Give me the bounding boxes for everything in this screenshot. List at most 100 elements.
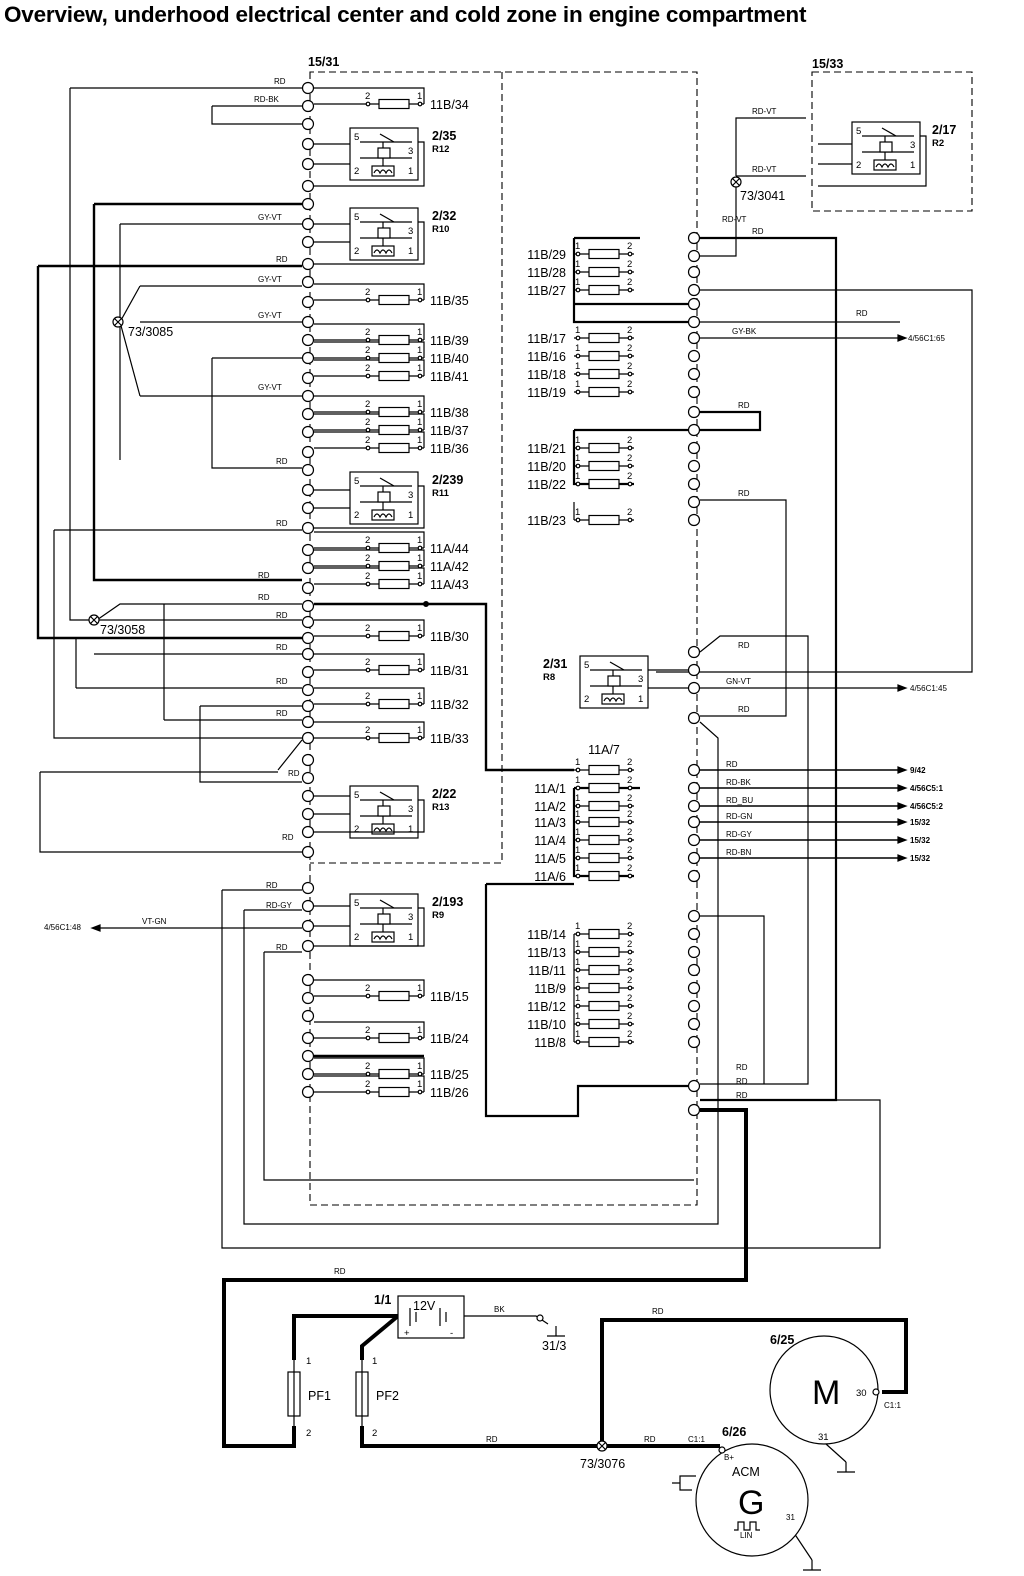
jumper [314,721,425,738]
destination-label: 15/32 [910,836,931,845]
terminal [687,349,701,363]
components [88,81,921,1571]
fuse-pin-number: 1 [417,91,422,102]
terminal [687,927,701,941]
terminal [687,681,701,695]
destination-label: 4/56C1:65 [908,334,945,343]
fuse-pin-number: 1 [575,939,580,950]
relay-name: R13 [432,802,449,813]
ground-symbol [837,1462,855,1473]
splice-label: 73/3076 [580,1457,625,1471]
terminal [687,385,701,399]
fuse-body [378,352,410,364]
fuse-pin-number: 2 [627,277,632,288]
fuse-body [588,816,620,828]
fuse-body [588,1018,620,1030]
fuse-pin-number: 1 [417,725,422,736]
fuse-label: 11B/31 [430,664,469,678]
fuse-pin [575,1021,581,1027]
fuse-body [378,698,410,710]
fuse-pin [627,767,633,773]
relay-pin: 3 [638,674,643,685]
terminal [301,157,315,171]
fuse-label: 11A/44 [430,542,469,556]
fuse-pin-number: 1 [417,399,422,410]
fuse-pin-number: 2 [365,1025,370,1036]
fuse-body [588,266,620,278]
terminal [301,295,315,309]
fuse-pin-number: 1 [417,417,422,428]
fuse-label: 11B/8 [534,1036,566,1050]
fuse-pin [575,873,581,879]
fuse-pin [417,545,423,551]
fuse-pin [575,353,581,359]
wire-label: RD [736,1063,748,1072]
relay-armature [607,675,621,687]
fuse-label: 11A/2 [534,800,566,814]
diagram-title: Overview, underhood electrical center an… [4,2,807,27]
fuse-body [588,782,620,794]
generator-name: ACM [732,1465,760,1479]
terminal [687,423,701,437]
terminal [301,1031,315,1045]
relay-name: R12 [432,144,449,155]
wire-label: RD [736,1077,748,1086]
fuse-pin-number: 2 [627,957,632,968]
terminal [687,1103,701,1117]
fuse-pin [575,931,581,937]
wire-label: RD_BU [726,796,753,805]
terminal [687,315,701,329]
wire [75,638,302,689]
terminal [301,973,315,987]
terminal [301,919,315,933]
fuse-pin-number: 1 [575,241,580,252]
fuse-pin-number: 2 [365,691,370,702]
destination-label: 4/56C1:45 [910,684,947,693]
fuse-pin-number: 2 [365,623,370,634]
fuse-pin [365,297,371,303]
motor-ground-pin: 31 [818,1432,829,1443]
fuse-pin [417,1089,423,1095]
fuse-pin-number: 1 [575,1011,580,1022]
fuse-label: 11B/11 [528,964,566,978]
fuse-pin [627,1039,633,1045]
fuse-pin-number: 2 [627,757,632,768]
wire-label: RD [738,705,750,714]
wire [573,915,765,1084]
fuse-body [378,442,410,454]
terminal [301,789,315,803]
fuse-pin [365,545,371,551]
wire-label: RD-BN [726,848,752,857]
fuse-pin [417,735,423,741]
wire-label: RD [738,401,750,410]
fuse-label: 11B/38 [430,406,469,420]
terminal [687,297,701,311]
fuse-pin-number: 2 [365,345,370,356]
fuse-pin-number: 2 [627,775,632,786]
fuse-pin-number: 2 [365,571,370,582]
relay-pin: 5 [354,212,359,223]
fuse-pin [417,355,423,361]
fuse-label: 11B/24 [430,1032,469,1046]
terminal [301,845,315,859]
fuse-body [588,852,620,864]
relay-pin: 2 [354,510,359,521]
terminal [301,881,315,895]
wire [656,289,973,673]
wire-label: GY-VT [258,213,282,222]
terminal [301,137,315,151]
fuse-pin-number: 1 [575,343,580,354]
jumper [314,323,425,340]
wire-label: RD [736,1091,748,1100]
relay-switch [379,791,395,801]
splice-label: 73/3058 [100,623,145,637]
terminal [301,257,315,271]
fuse-label: 11B/32 [430,698,469,712]
splice-cross [598,1442,606,1450]
fuse-pin-number: 1 [575,277,580,288]
feed-wire [92,202,302,582]
wire-label: RD-GY [266,901,292,910]
relay-box [349,893,419,947]
terminal [301,445,315,459]
wire [221,889,881,1249]
